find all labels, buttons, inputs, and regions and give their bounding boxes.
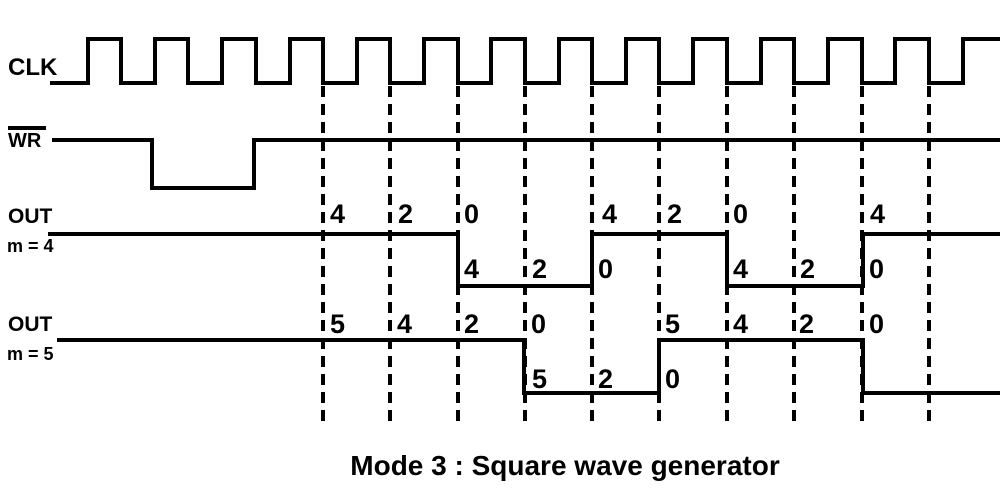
out-m4-count-label: 4 — [602, 199, 617, 229]
out-m5-count-label: 2 — [464, 309, 479, 339]
out-m4-count-label: 0 — [464, 199, 479, 229]
out-m5-count-label: 5 — [532, 364, 547, 394]
out-m5-label: OUT — [8, 313, 53, 336]
wr-overline: WR — [8, 126, 47, 151]
diagram-title: Mode 3 : Square wave generator — [350, 450, 780, 481]
out-m4-count-label: 0 — [598, 254, 613, 284]
out-m5-count-label: 5 — [330, 309, 345, 339]
out-m5-count-label: 4 — [397, 309, 412, 339]
out-m5-count-label: 5 — [665, 309, 680, 339]
out-m4-waveform — [48, 232, 1000, 288]
clk-waveform — [50, 37, 1000, 85]
wr-waveform — [52, 138, 1000, 190]
out-m4-count-label: 0 — [869, 254, 884, 284]
out-m4-count-label: 4 — [464, 254, 479, 284]
out-m4-count-label: 2 — [667, 199, 682, 229]
out-m4-count-label: 2 — [800, 254, 815, 284]
out-m4-sublabel: m = 4 — [7, 236, 54, 256]
out-m4-count-label: 4 — [330, 199, 345, 229]
wr-label: WR — [8, 126, 47, 151]
out-m4-count-label: 4 — [870, 199, 885, 229]
out-m4-count-label: 4 — [733, 254, 748, 284]
out-m4-count-label: 2 — [532, 254, 547, 284]
out-m4-label: OUT — [8, 205, 53, 228]
out-m5-count-label: 2 — [598, 364, 613, 394]
out-m5-count-label: 4 — [733, 309, 748, 339]
out-m5-count-label: 2 — [799, 309, 814, 339]
out-m4-count-label: 2 — [398, 199, 413, 229]
out-m5-count-label: 0 — [531, 309, 546, 339]
out-m5-count-label: 0 — [869, 309, 884, 339]
out-m5-sublabel: m = 5 — [7, 344, 54, 364]
out-m4-count-label: 0 — [733, 199, 748, 229]
out-m5-count-label: 0 — [665, 364, 680, 394]
clk-label: CLK — [8, 54, 58, 81]
out-m5-waveform — [57, 338, 1000, 395]
